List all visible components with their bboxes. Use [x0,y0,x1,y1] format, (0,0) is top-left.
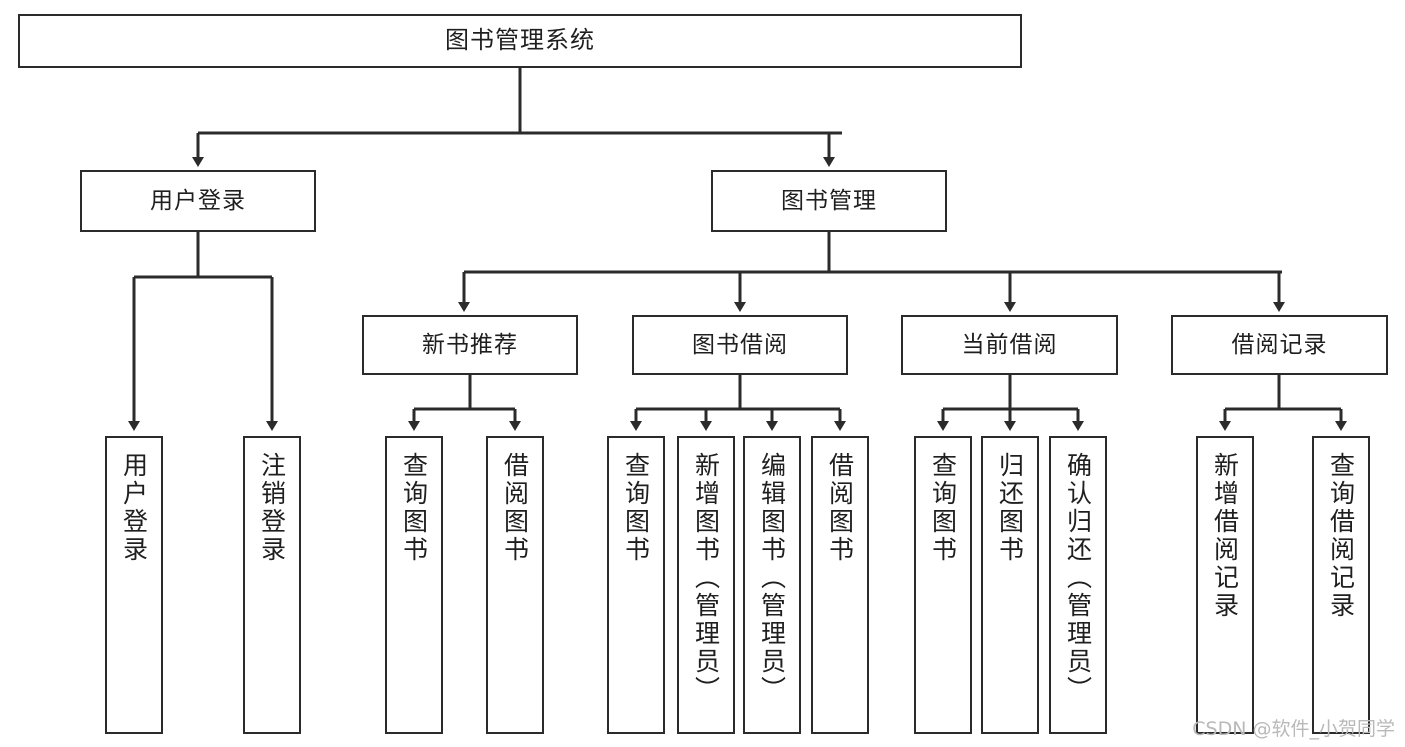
node-root-label: 图书管理系统 [445,26,595,55]
node-user-login[interactable]: 用户登录 [80,170,316,232]
node-leaf-add-record[interactable]: 新增借阅记录 [1196,436,1254,734]
node-borrow-record[interactable]: 借阅记录 [1171,315,1388,375]
node-leaf-user-login-label: 用户登录 [119,452,149,564]
node-leaf-return-book[interactable]: 归还图书 [981,436,1039,734]
node-borrow-record-label: 借阅记录 [1231,331,1328,358]
node-book-borrow[interactable]: 图书借阅 [632,315,848,375]
node-leaf-return-book-label: 归还图书 [995,452,1025,564]
node-leaf-query-record-label: 查询借阅记录 [1326,452,1356,620]
node-new-book-recommend-label: 新书推荐 [422,331,518,358]
node-leaf-edit-book[interactable]: 编辑图书（管理员） [743,436,801,734]
node-book-management-label: 图书管理 [781,187,877,214]
node-current-borrow[interactable]: 当前借阅 [901,315,1118,375]
node-leaf-query-book-3[interactable]: 查询图书 [914,436,972,734]
node-current-borrow-label: 当前借阅 [961,331,1058,358]
node-leaf-add-record-label: 新增借阅记录 [1210,452,1240,620]
node-root[interactable]: 图书管理系统 [18,14,1022,68]
node-book-management[interactable]: 图书管理 [711,170,947,232]
node-leaf-user-login[interactable]: 用户登录 [105,436,163,734]
node-leaf-borrow-book-1-label: 借阅图书 [500,452,530,564]
node-leaf-confirm-return-label: 确认归还（管理员） [1063,452,1093,704]
node-user-login-label: 用户登录 [150,187,246,214]
node-leaf-query-book-1-label: 查询图书 [399,452,429,564]
node-leaf-query-book-1[interactable]: 查询图书 [385,436,443,734]
node-leaf-edit-book-label: 编辑图书（管理员） [757,452,787,704]
node-leaf-query-book-3-label: 查询图书 [928,452,958,564]
node-leaf-query-book-2[interactable]: 查询图书 [607,436,665,734]
node-leaf-query-record[interactable]: 查询借阅记录 [1312,436,1370,734]
node-leaf-logout-label: 注销登录 [257,452,287,564]
node-leaf-add-book-label: 新增图书（管理员） [691,452,721,704]
node-leaf-borrow-book-2[interactable]: 借阅图书 [811,436,869,734]
node-leaf-query-book-2-label: 查询图书 [621,452,651,564]
node-book-borrow-label: 图书借阅 [692,331,788,358]
node-new-book-recommend[interactable]: 新书推荐 [362,315,578,375]
csdn-watermark: CSDN @软件_小贺同学 [1192,718,1395,740]
node-leaf-add-book[interactable]: 新增图书（管理员） [677,436,735,734]
node-leaf-borrow-book-2-label: 借阅图书 [825,452,855,564]
node-leaf-logout[interactable]: 注销登录 [243,436,301,734]
node-leaf-confirm-return[interactable]: 确认归还（管理员） [1049,436,1107,734]
node-leaf-borrow-book-1[interactable]: 借阅图书 [486,436,544,734]
